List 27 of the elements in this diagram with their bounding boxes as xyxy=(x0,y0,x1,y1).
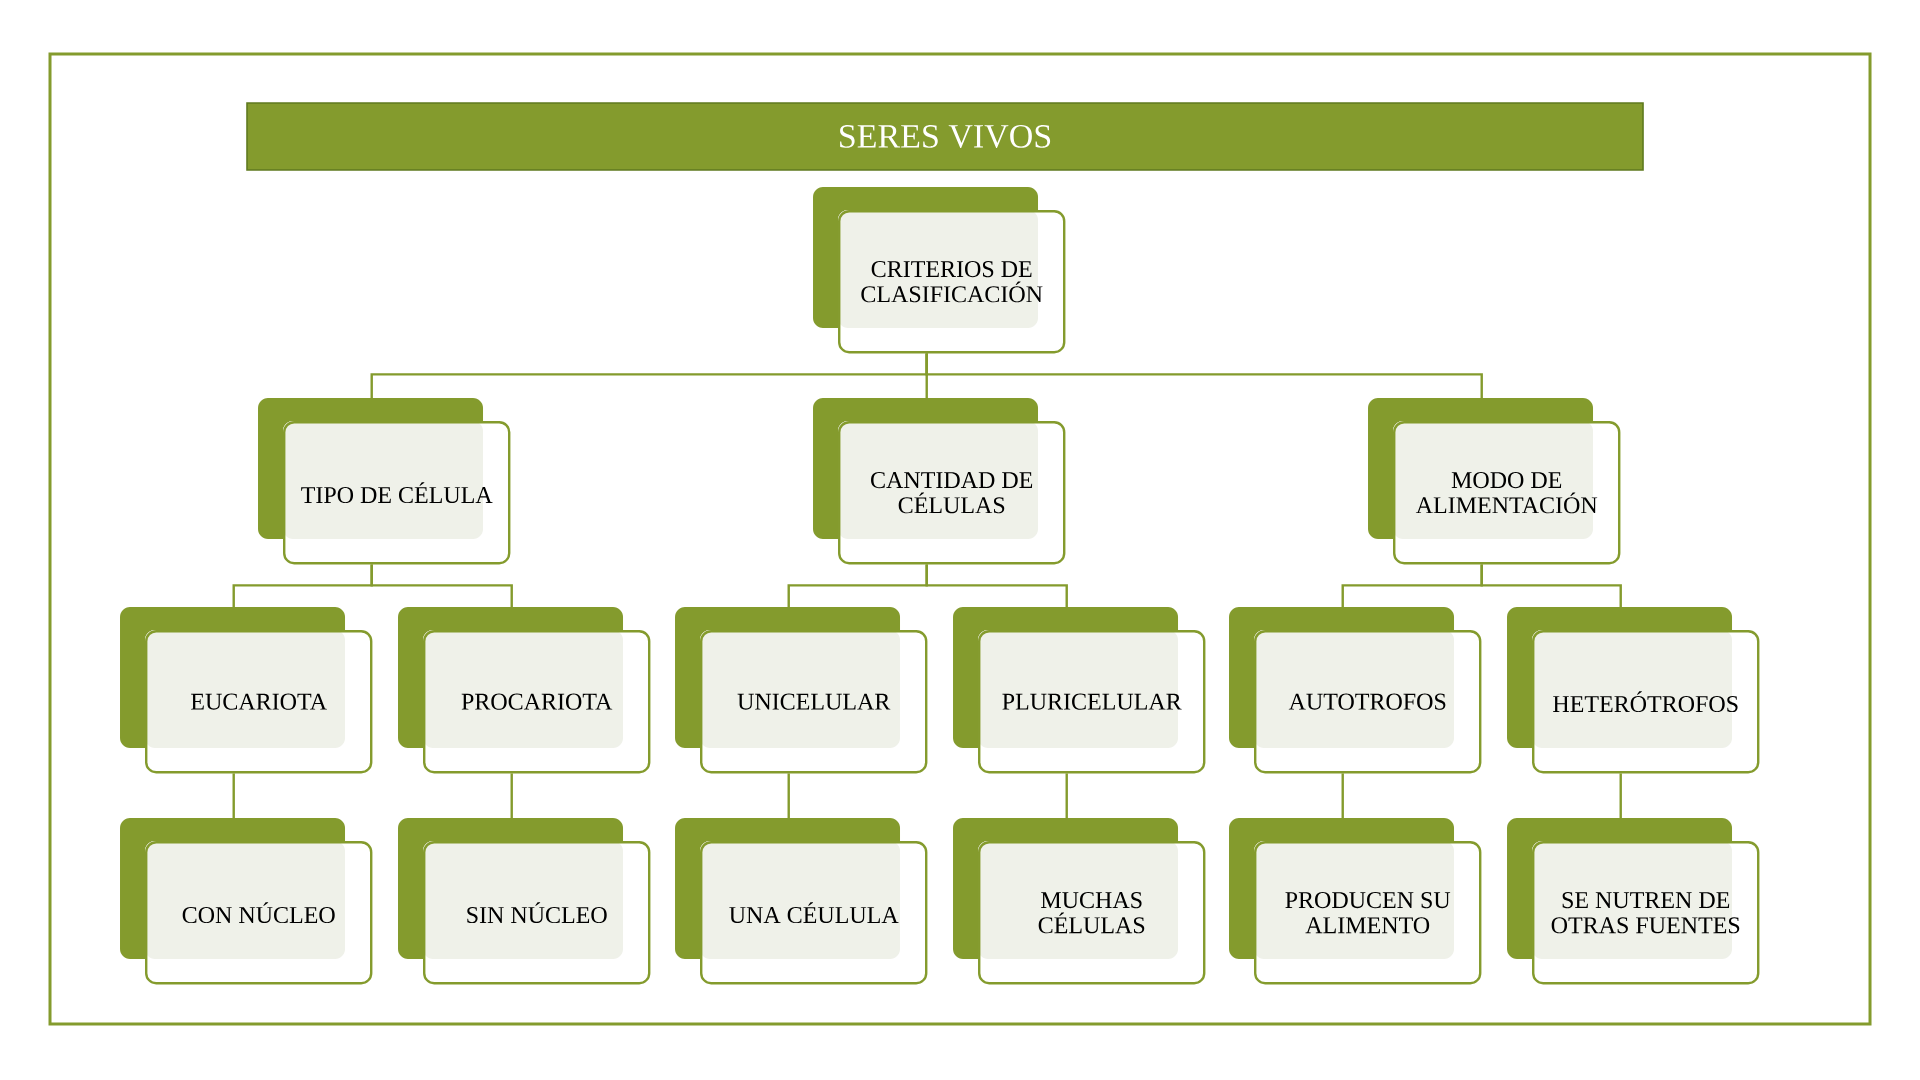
connector-line xyxy=(1619,773,1622,818)
concept-box: TIPO DE CÉLULA xyxy=(258,398,511,565)
concept-box: PLURICELULAR xyxy=(953,607,1206,774)
concept-box: MUCHAS CÉLULAS xyxy=(953,818,1206,985)
concept-box: PROCARIOTA xyxy=(398,607,651,774)
connector-line xyxy=(925,564,1068,607)
connector-line xyxy=(787,773,790,818)
concept-box: AUTOTROFOS xyxy=(1229,607,1482,774)
concept-box: CANTIDAD DE CÉLULAS xyxy=(813,398,1066,565)
connector-line xyxy=(1480,564,1622,607)
connector-line xyxy=(510,773,513,818)
connector-line xyxy=(1065,773,1068,818)
concept-box: MODO DE ALIMENTACIÓN xyxy=(1368,398,1621,565)
connector-line xyxy=(1341,773,1344,818)
concept-box: EUCARIOTA xyxy=(120,607,373,774)
concept-box: UNA CÉULULA xyxy=(675,818,928,985)
concept-box: CRITERIOS DE CLASIFICACIÓN xyxy=(813,187,1066,354)
concept-box: SIN NÚCLEO xyxy=(398,818,651,985)
concept-box: HETERÓTROFOS xyxy=(1507,607,1760,774)
concept-box: CON NÚCLEO xyxy=(120,818,373,985)
concept-box: SE NUTREN DE OTRAS FUENTES xyxy=(1507,818,1760,985)
connector-line xyxy=(232,773,235,818)
title-bar: SERES VIVOS xyxy=(246,102,1644,171)
connector-line xyxy=(925,353,1483,398)
concept-box: UNICELULAR xyxy=(675,607,928,774)
concept-box: PRODUCEN SU ALIMENTO xyxy=(1229,818,1482,985)
connector-line xyxy=(370,564,513,607)
